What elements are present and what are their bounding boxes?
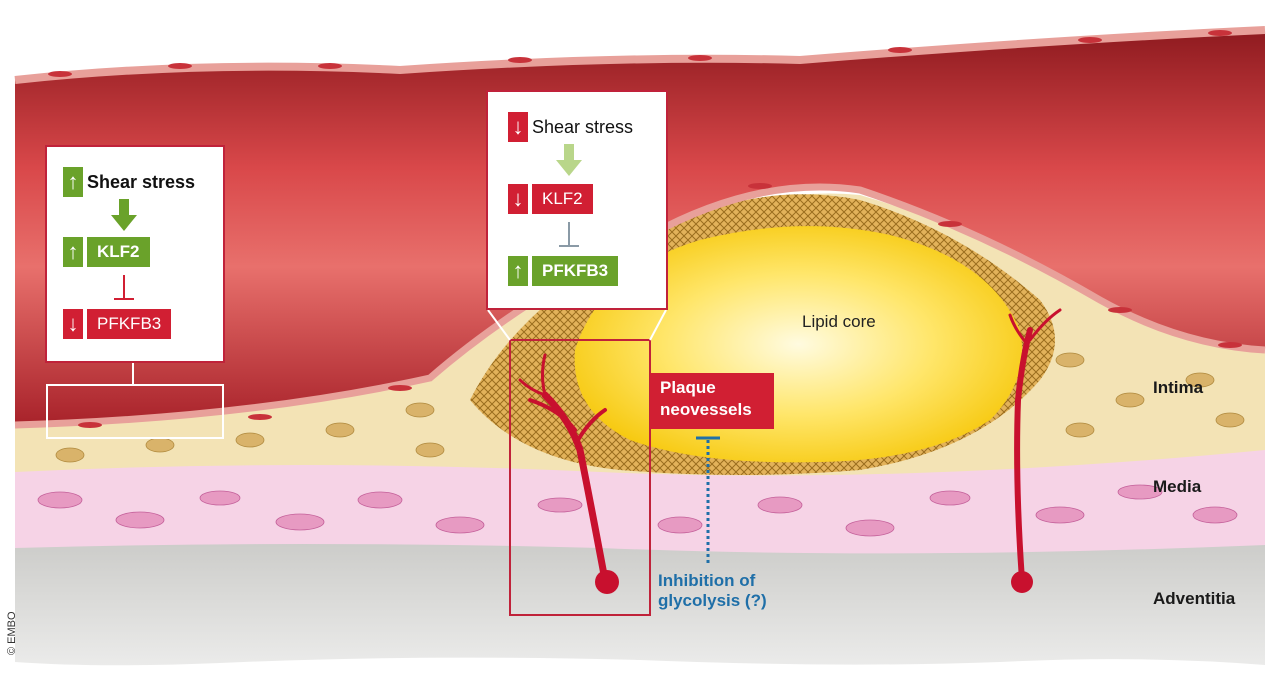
- inhibition-label-line2: glycolysis (?): [658, 591, 767, 610]
- left-signaling-panel: ↑ Shear stress ↑ KLF2 ↓ PFKFB3: [45, 145, 225, 363]
- shear-stress-label: Shear stress: [532, 116, 634, 137]
- intima-label: Intima: [1153, 378, 1204, 397]
- klf2-label: KLF2: [532, 184, 593, 214]
- endothelium-top: [14, 26, 1266, 84]
- adventitia-label: Adventitia: [1153, 589, 1236, 608]
- inhibition-label-line1: Inhibition of: [658, 571, 756, 590]
- endothelium-bottom: [14, 183, 1266, 429]
- down-arrow-icon: ↓: [508, 184, 528, 214]
- up-arrow-icon: ↑: [63, 237, 83, 267]
- up-arrow-icon: ↑: [63, 167, 83, 197]
- klf2-label: KLF2: [87, 237, 150, 267]
- shear-stress-label: Shear stress: [87, 171, 196, 192]
- zoom-connector-center-right: [649, 309, 667, 341]
- plaque-neovessels-line1: Plaque: [660, 378, 716, 397]
- pfkfb3-label: PFKFB3: [87, 309, 172, 339]
- neovessel-right-bulb: [1011, 571, 1033, 593]
- down-arrow-icon: ↓: [508, 112, 528, 142]
- activation-arrow-icon: [111, 199, 137, 231]
- inhibition-tbar-icon: [114, 275, 134, 300]
- pfkfb3-label: PFKFB3: [532, 256, 619, 286]
- copyright-label: © EMBO: [6, 611, 18, 655]
- endothelial-cell-nuclei: [48, 30, 1242, 428]
- neovessel-left-bulb: [595, 570, 619, 594]
- media-label: Media: [1153, 477, 1202, 496]
- plaque-neovessels-callout: Plaque neovessels: [650, 373, 774, 429]
- adventitia-layer: [15, 530, 1265, 666]
- neovessel-left: [518, 353, 609, 584]
- media-cells: [37, 484, 1238, 537]
- zoom-frame-center: [509, 339, 651, 616]
- zoom-frame-left: [46, 384, 224, 439]
- activation-arrow-icon: [556, 144, 582, 176]
- neovessel-right: [1008, 308, 1062, 583]
- inhibition-label: Inhibition of glycolysis (?): [658, 571, 767, 611]
- zoom-connector-center-left: [487, 309, 511, 341]
- center-signaling-panel: ↓ Shear stress ↓ KLF2 ↑ PFKFB3: [486, 90, 668, 310]
- plaque-neovessels-line2: neovessels: [660, 400, 752, 419]
- intima-cells: [55, 352, 1245, 463]
- media-layer: [15, 445, 1265, 554]
- down-arrow-icon: ↓: [63, 309, 83, 339]
- lipid-core-label: Lipid core: [802, 312, 876, 331]
- inhibition-tbar-icon: [559, 222, 579, 247]
- up-arrow-icon: ↑: [508, 256, 528, 286]
